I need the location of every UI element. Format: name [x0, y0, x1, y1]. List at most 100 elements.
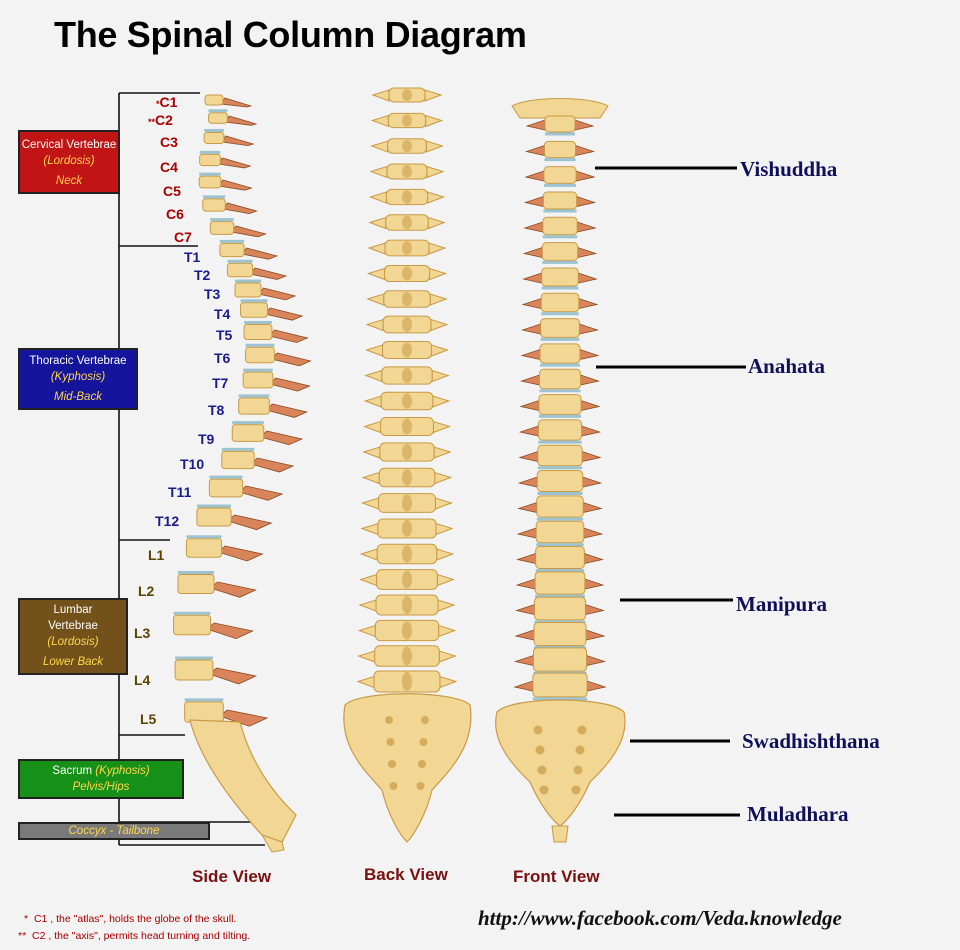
side-vertebral-body: [173, 614, 211, 636]
lumbar-region-name-1: Lumbar: [53, 604, 93, 616]
vertebra-label-t4: T4: [214, 306, 231, 322]
back-transverse-process-left: [356, 675, 375, 689]
back-transverse-process-left: [365, 318, 384, 332]
footnote-c2: ** C2 , the "axis", permits head turning…: [18, 930, 251, 942]
front-rib-facet-left: [519, 399, 540, 411]
back-spinous-process: [402, 241, 412, 255]
back-transverse-process-left: [363, 395, 382, 408]
back-sacral-foramen: [388, 760, 396, 768]
back-transverse-process-left: [368, 216, 387, 230]
vertebra-label-t8: T8: [208, 402, 225, 418]
front-rib-facet-right: [585, 629, 606, 641]
front-rib-facet-right: [585, 603, 605, 615]
front-rib-facet-right: [575, 144, 596, 156]
back-view-label: Back View: [364, 865, 448, 884]
front-vertebral-body: [541, 242, 579, 261]
coccyx-region-box: Coccyx - Tailbone: [18, 822, 210, 840]
front-rib-facet-right: [577, 246, 598, 258]
side-spinous-process: [224, 115, 258, 126]
side-vertebral-body: [245, 346, 275, 364]
front-rib-facet-right: [580, 374, 600, 386]
back-transverse-process-left: [358, 599, 377, 612]
side-vertebral-body: [185, 538, 223, 558]
front-sacral-foramen: [571, 785, 581, 795]
back-spinous-process: [402, 469, 412, 486]
vertebra-label-l1: L1: [148, 547, 165, 563]
lumbar-region-box: Lumbar Vertebrae (Lordosis) Lower Back: [18, 598, 128, 675]
side-spinous-process: [222, 202, 258, 214]
back-sacral-foramen: [386, 738, 395, 746]
back-spinous-process: [402, 215, 412, 230]
side-spinous-process: [221, 135, 255, 147]
side-vertebral-body: [199, 153, 221, 167]
front-rib-facet-left: [522, 246, 543, 258]
vertebra-label-t12: T12: [155, 513, 180, 529]
back-transverse-process-left: [370, 114, 389, 128]
front-rib-facet-left: [524, 170, 545, 182]
cervical-region-name: Cervical Vertebrae: [21, 139, 117, 151]
front-vertebral-body: [538, 394, 582, 415]
front-rib-facet-left: [513, 654, 534, 666]
back-transverse-process-right: [424, 89, 443, 102]
front-rib-facet-right: [586, 680, 607, 692]
back-transverse-process-right: [437, 599, 456, 612]
side-view-spine: [173, 94, 312, 853]
back-spinous-process: [402, 443, 412, 461]
source-url: http://www.facebook.com/Veda.knowledge: [478, 906, 842, 930]
back-spinous-process: [402, 596, 412, 614]
front-sacral-foramen: [577, 725, 587, 735]
vertebra-label-t11: T11: [168, 484, 192, 500]
front-rib-facet-left: [516, 527, 537, 539]
side-spinous-process: [269, 377, 311, 392]
sacrum-region-area: Pelvis/Hips: [72, 781, 130, 794]
thoracic-region-curve: (Kyphosis): [50, 371, 106, 384]
side-spinous-process: [205, 622, 255, 640]
sacrum-region-name: Sacrum: [52, 765, 93, 777]
front-rib-facet-left: [515, 578, 536, 590]
back-transverse-process-left: [361, 497, 380, 510]
back-transverse-process-right: [426, 165, 445, 179]
side-view-label: Side View: [192, 867, 272, 886]
vertebra-label-c2: **C2: [148, 112, 173, 128]
back-spinous-process: [402, 139, 412, 153]
front-vertebral-body: [535, 520, 585, 544]
side-spinous-process: [238, 485, 284, 501]
side-vertebral-body: [208, 478, 244, 498]
front-rib-facet-left: [520, 348, 541, 360]
front-rib-facet-left: [521, 323, 541, 335]
back-transverse-process-left: [367, 242, 386, 255]
back-transverse-process-right: [425, 114, 444, 128]
front-rib-facet-right: [581, 425, 602, 437]
back-transverse-process-right: [430, 318, 449, 332]
front-vertebral-body: [539, 368, 581, 390]
side-vertebral-body: [243, 324, 273, 340]
front-rib-facet-right: [576, 221, 597, 233]
back-sacral-foramen: [389, 782, 398, 790]
front-vertebral-body: [542, 191, 578, 210]
back-spinous-process: [402, 545, 412, 563]
vertebra-label-t10: T10: [180, 456, 205, 472]
thoracic-region-name: Thoracic Vertebrae: [29, 355, 127, 367]
back-spinous-process: [402, 342, 412, 358]
front-rib-facet-right: [574, 119, 595, 131]
side-vertebral-body: [177, 574, 215, 594]
front-rib-facet-right: [578, 297, 599, 309]
back-transverse-process-right: [432, 395, 451, 408]
back-transverse-process-right: [434, 471, 453, 485]
vertebra-label-t7: T7: [212, 375, 229, 391]
front-rib-facet-left: [523, 195, 544, 207]
sacrum-region-curve: (Kyphosis): [95, 765, 150, 777]
front-rib-facet-left: [516, 552, 537, 564]
back-transverse-process-left: [362, 446, 381, 459]
back-transverse-process-right: [436, 548, 455, 561]
back-transverse-process-left: [361, 471, 380, 485]
back-transverse-process-right: [435, 522, 454, 536]
back-transverse-process-right: [438, 650, 457, 663]
back-sacral-foramen: [419, 738, 428, 746]
back-transverse-process-right: [436, 573, 455, 587]
back-sacrum: [343, 693, 472, 843]
front-vertebral-body: [543, 140, 577, 159]
back-spinous-process: [402, 367, 412, 384]
vertebra-label-l5: L5: [140, 711, 157, 727]
back-transverse-process-left: [366, 267, 385, 281]
